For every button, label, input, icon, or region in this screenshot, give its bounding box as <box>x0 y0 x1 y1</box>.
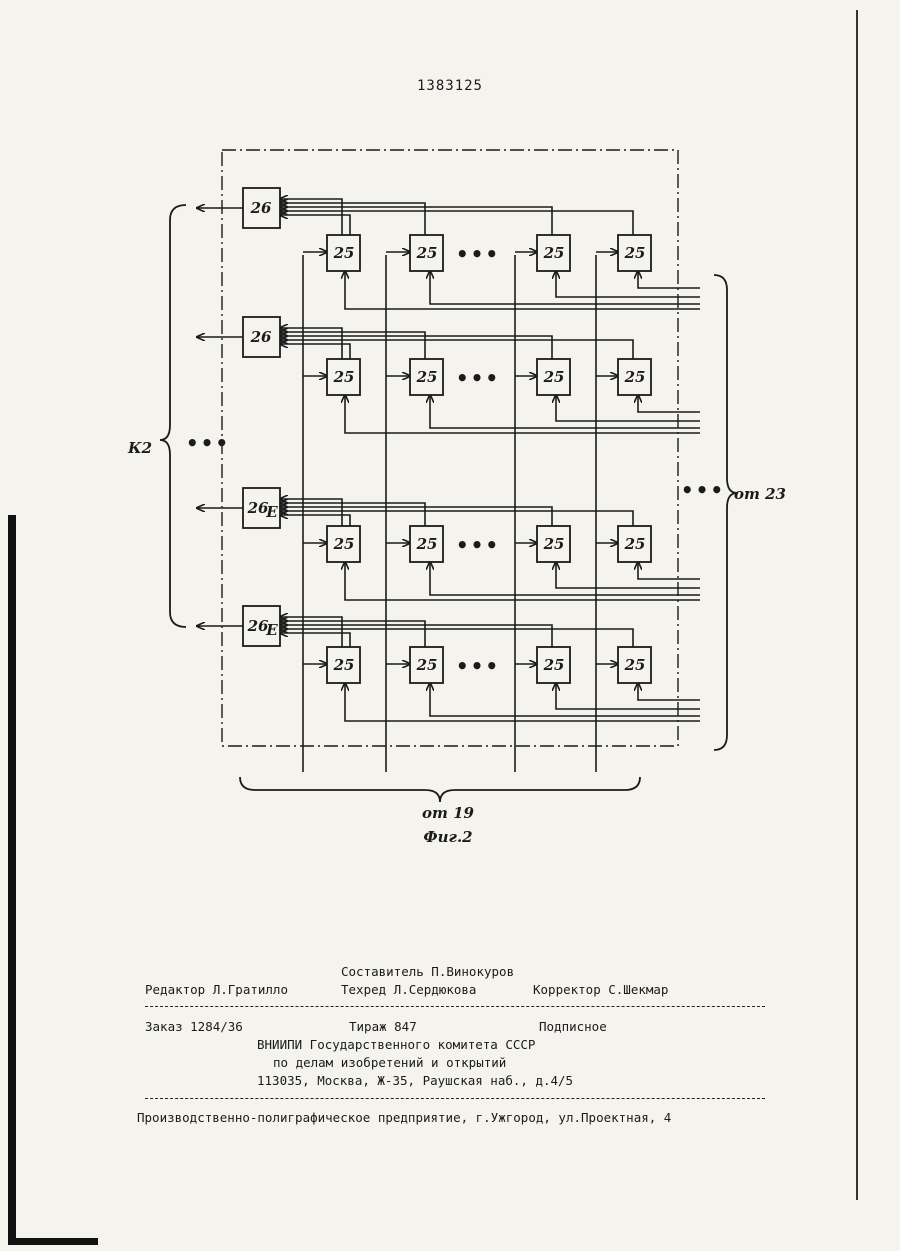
wire <box>638 562 700 579</box>
cell-25-label: 25 <box>543 656 565 674</box>
module-boundary <box>222 150 678 746</box>
cell-25-label: 25 <box>416 368 438 386</box>
cell-25-label: 25 <box>333 656 355 674</box>
figure-caption: Фиг.2 <box>423 828 472 846</box>
cell-25-label: 25 <box>416 535 438 553</box>
cell-25-label: 25 <box>624 368 646 386</box>
right-ellipsis: ••• <box>681 478 725 502</box>
wire <box>280 633 350 647</box>
divider-2 <box>145 1098 765 1099</box>
cell-25-label: 25 <box>416 656 438 674</box>
cell-25-label: 25 <box>543 368 565 386</box>
figure-2-schematic: 2625252525•••2625252525•••26E25252525•••… <box>0 0 900 900</box>
row-ellipsis: ••• <box>456 654 500 678</box>
org-line-1: ВНИИПИ Государственного комитета СССР <box>257 1036 535 1054</box>
subscription: Подписное <box>539 1018 607 1036</box>
editor: Редактор Л.Гратилло <box>145 981 288 999</box>
label-left-group: К2 <box>127 439 152 457</box>
order-number: Заказ 1284/36 <box>145 1018 243 1036</box>
bottom-brace <box>240 777 640 802</box>
row-ellipsis: ••• <box>456 242 500 266</box>
cell-25-label: 25 <box>543 244 565 262</box>
left-scan-edge-foot <box>8 1238 98 1245</box>
cell-25-label: 25 <box>624 244 646 262</box>
wire <box>280 199 342 235</box>
wire <box>280 340 633 359</box>
divider-1 <box>145 1006 765 1007</box>
printer: Производственно-полиграфическое предприя… <box>137 1109 671 1127</box>
cell-25-label: 25 <box>543 535 565 553</box>
cell-25-label: 25 <box>333 368 355 386</box>
address: 113035, Москва, Ж-35, Раушская наб., д.4… <box>257 1072 573 1090</box>
wire <box>638 271 700 288</box>
cell-25-label: 25 <box>624 656 646 674</box>
compiler: Составитель П.Винокуров <box>341 963 514 981</box>
wire <box>280 629 633 647</box>
cell-25-label: 25 <box>333 244 355 262</box>
label-bottom-group: от 19 <box>422 804 475 822</box>
block-26-label: 26 <box>250 199 272 217</box>
wire <box>280 515 350 526</box>
left-ellipsis: ••• <box>186 431 230 455</box>
wire <box>280 215 350 235</box>
cell-25-label: 25 <box>333 535 355 553</box>
wire <box>638 683 700 700</box>
row-ellipsis: ••• <box>456 366 500 390</box>
row-ellipsis: ••• <box>456 533 500 557</box>
wire <box>280 511 633 526</box>
org-line-2: по делам изобретений и открытий <box>273 1054 506 1072</box>
techred: Техред Л.Сердюкова <box>341 981 476 999</box>
cell-25-label: 25 <box>416 244 438 262</box>
right-brace <box>714 275 737 750</box>
left-brace <box>160 205 186 627</box>
circulation: Тираж 847 <box>349 1018 417 1036</box>
cell-25-label: 25 <box>624 535 646 553</box>
block-26e-subscript: E <box>265 621 278 639</box>
label-right-group: от 23 <box>734 485 786 503</box>
block-26e-subscript: E <box>265 503 278 521</box>
corrector: Корректор С.Шекмар <box>533 981 668 999</box>
wire <box>638 395 700 412</box>
block-26-label: 26 <box>250 328 272 346</box>
wire <box>280 507 552 526</box>
wire <box>280 344 350 359</box>
